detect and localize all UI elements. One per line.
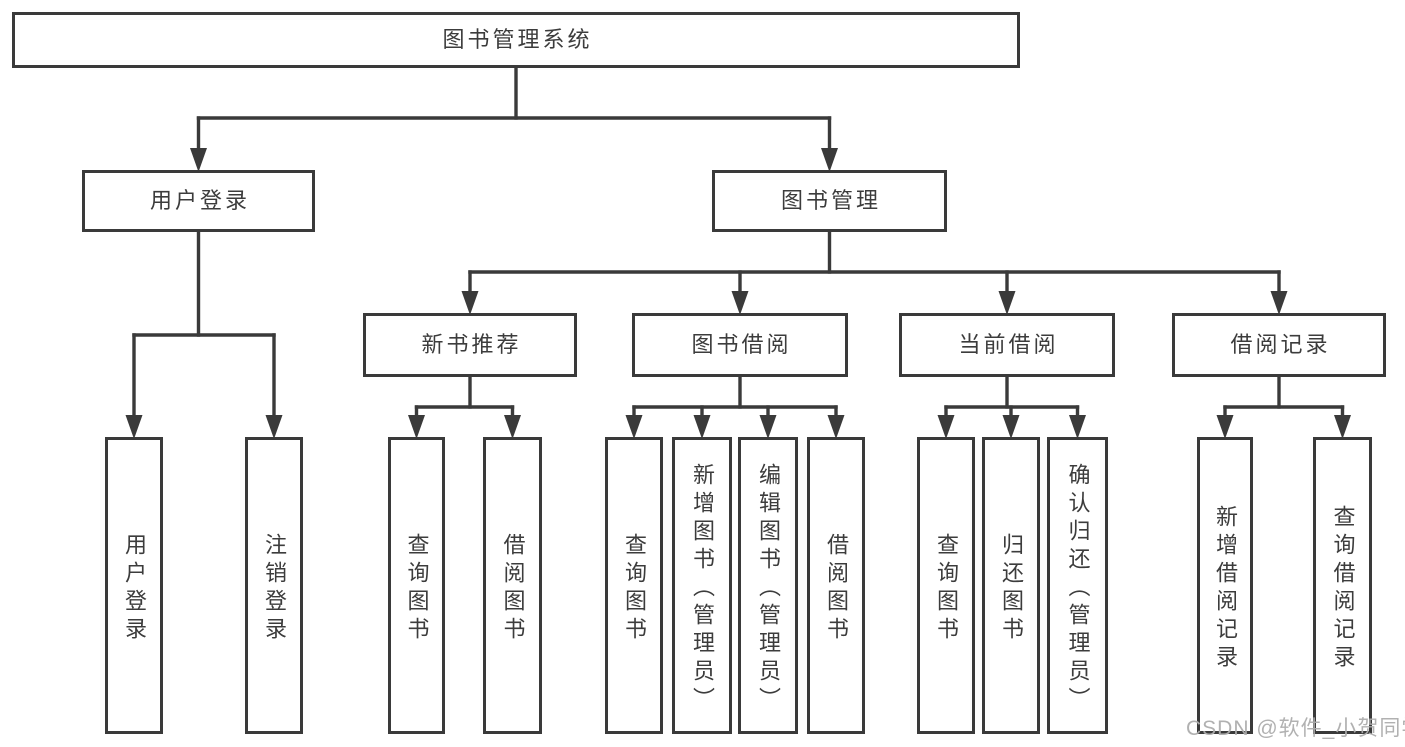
node-label: 查询图书 [934, 532, 959, 645]
node-borrowing-records: 借阅记录 [1172, 313, 1386, 377]
node-book-borrowing: 图书借阅 [632, 313, 848, 377]
leaf-query-books: 查询图书 [917, 437, 975, 734]
node-label: 图书管理 [780, 188, 881, 213]
node-label: 用户登录 [149, 188, 250, 213]
node-user-login-module: 用户登录 [82, 170, 315, 232]
node-label: 确认归还（管理员） [1065, 462, 1091, 715]
leaf-logout: 注销登录 [245, 437, 303, 734]
node-label: 归还图书 [999, 532, 1024, 645]
node-label: 用户登录 [122, 532, 147, 645]
leaf-query-books: 查询图书 [388, 437, 445, 734]
node-label: 新增借阅记录 [1213, 504, 1238, 673]
node-label: 编辑图书（管理员） [756, 462, 781, 715]
leaf-query-borrow-record: 查询借阅记录 [1313, 437, 1372, 734]
leaf-edit-book-admin: 编辑图书（管理员） [738, 437, 798, 734]
leaf-user-login: 用户登录 [105, 437, 163, 734]
node-label: 图书借阅 [691, 332, 792, 357]
leaf-borrow-books: 借阅图书 [483, 437, 542, 734]
node-label: 借阅记录 [1230, 332, 1331, 357]
node-label: 图书管理系统 [442, 27, 593, 52]
node-label: 借阅图书 [824, 532, 849, 645]
leaf-add-borrow-record: 新增借阅记录 [1197, 437, 1253, 734]
node-label: 新增图书（管理员） [690, 462, 715, 715]
node-label: 查询借阅记录 [1330, 504, 1356, 673]
leaf-return-books: 归还图书 [982, 437, 1040, 734]
node-label: 查询图书 [622, 532, 647, 645]
node-label: 查询图书 [404, 532, 430, 645]
csdn-watermark: CSDN @软件_小贺同学 [1186, 717, 1405, 740]
leaf-add-book-admin: 新增图书（管理员） [672, 437, 732, 734]
node-library-management-system: 图书管理系统 [12, 12, 1020, 68]
leaf-confirm-return-admin: 确认归还（管理员） [1047, 437, 1108, 734]
node-new-book-recommendation: 新书推荐 [363, 313, 577, 377]
node-label: 新书推荐 [421, 332, 522, 357]
node-label: 注销登录 [262, 532, 287, 645]
leaf-borrow-books: 借阅图书 [807, 437, 865, 734]
node-label: 借阅图书 [500, 532, 526, 645]
leaf-query-books: 查询图书 [605, 437, 663, 734]
node-label: 当前借阅 [958, 332, 1059, 357]
node-book-management-module: 图书管理 [712, 170, 947, 232]
node-current-borrowing: 当前借阅 [899, 313, 1115, 377]
